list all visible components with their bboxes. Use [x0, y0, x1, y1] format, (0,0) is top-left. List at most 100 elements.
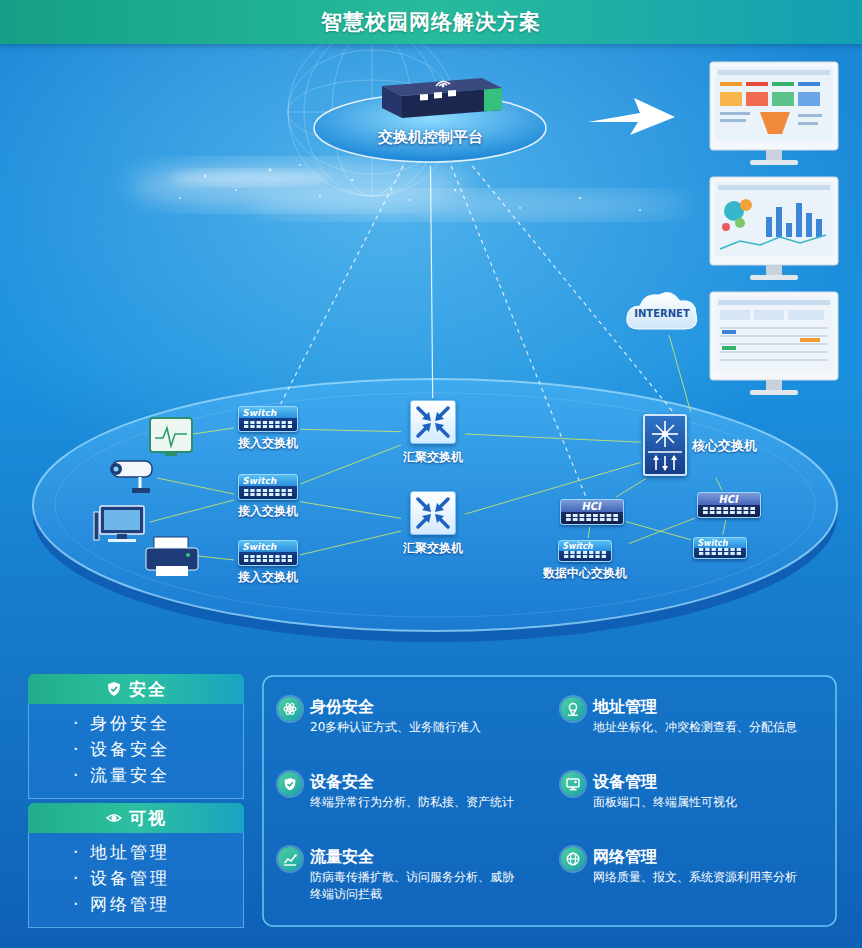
feature-glyph — [283, 852, 297, 866]
device-icon: Switch — [238, 474, 298, 500]
panel-item: · 地址管理 — [73, 839, 233, 865]
feature-glyph — [283, 777, 297, 791]
device-icon: Switch — [238, 540, 298, 566]
panel-icon — [106, 810, 122, 826]
feature-icon — [278, 772, 302, 796]
feature-text: 身份安全20多种认证方式、业务随行准入 — [310, 697, 518, 736]
card-node: 设备安全终端异常行为分析、防私接、资产统计 — [278, 772, 518, 811]
panel-item: · 流量安全 — [73, 762, 233, 788]
device-label: 接入交换机 — [238, 436, 298, 451]
card-node: 网络管理网络质量、报文、系统资源利用率分析 — [561, 847, 833, 886]
aggregation-symbol — [411, 492, 455, 534]
connector — [723, 520, 726, 535]
panel-item: · 网络管理 — [73, 891, 233, 917]
feature-glyph — [566, 777, 580, 791]
dc-node: Switch 数据中心交换机 — [543, 540, 627, 581]
cloud-label: INTERNET — [634, 301, 689, 319]
feature-body: 地址坐标化、冲突检测查看、分配信息 — [593, 719, 833, 736]
feature-glyph — [283, 702, 297, 716]
device-label: 接入交换机 — [238, 570, 298, 585]
feature-body: 终端异常行为分析、防私接、资产统计 — [310, 794, 518, 811]
feature-text: 流量安全防病毒传播扩散、访问服务分析、威胁终端访问拦截 — [310, 847, 518, 903]
device-ports — [699, 548, 741, 556]
agg-node: 汇聚交换机 — [403, 400, 463, 465]
device-label: 汇聚交换机 — [403, 450, 463, 465]
access-node: Switch接入交换机 — [238, 474, 298, 519]
panel-node: 可视 · 地址管理· 设备管理· 网络管理 — [28, 803, 244, 928]
feature-heading: 设备管理 — [593, 772, 833, 792]
feature-icon — [561, 772, 585, 796]
access-node: Switch 接入交换机 — [238, 540, 298, 585]
feature-icon — [278, 697, 302, 721]
connector — [588, 527, 590, 538]
feature-text: 网络管理网络质量、报文、系统资源利用率分析 — [593, 847, 833, 886]
device-ports — [703, 507, 755, 515]
connector — [300, 429, 401, 431]
device-ports — [244, 555, 292, 563]
device-icon: Switch — [558, 540, 612, 562]
panel-item: · 身份安全 — [73, 710, 233, 736]
device-icon: HCI — [560, 499, 624, 525]
panel-node: 安全 · 身份安全· 设备安全· 流量安全 — [28, 674, 244, 799]
access-node: Switch 接入交换机 — [238, 406, 298, 451]
feature-heading: 地址管理 — [593, 697, 833, 717]
feature-text: 地址管理地址坐标化、冲突检测查看、分配信息 — [593, 697, 833, 736]
core-node: 核心交换机 — [643, 414, 757, 476]
device-icon: HCI — [697, 492, 761, 518]
connector — [281, 166, 404, 404]
panel-heading: 安全 — [129, 679, 167, 699]
feature-icon — [278, 847, 302, 871]
card-node: 流量安全防病毒传播扩散、访问服务分析、威胁终端访问拦截 — [278, 847, 518, 903]
panel-item: · 设备管理 — [73, 865, 233, 891]
card-node: 身份安全20多种认证方式、业务随行准入 — [278, 697, 518, 736]
feature-body: 面板端口、终端属性可视化 — [593, 794, 833, 811]
platform-node: 交换机控制平台 — [312, 64, 548, 164]
platform-label: 交换机控制平台 — [378, 128, 483, 146]
panel-heading: 可视 — [129, 808, 167, 828]
feature-body: 防病毒传播扩散、访问服务分析、威胁终端访问拦截 — [310, 869, 518, 903]
hci-node: HCI — [560, 499, 624, 525]
device-tag: Switch — [239, 475, 297, 486]
connector — [669, 335, 691, 412]
connector — [716, 478, 722, 490]
panel-header: 安全 — [28, 674, 244, 704]
panel-body: · 身份安全· 设备安全· 流量安全 — [28, 704, 244, 799]
connector — [300, 502, 401, 519]
device-icon: Switch — [238, 406, 298, 432]
device-label: 核心交换机 — [692, 438, 757, 453]
connector — [431, 166, 433, 398]
feature-body: 网络质量、报文、系统资源利用率分析 — [593, 869, 833, 886]
feature-heading: 流量安全 — [310, 847, 518, 867]
device-label: 数据中心交换机 — [543, 566, 627, 581]
panel-header: 可视 — [28, 803, 244, 833]
panel-item: · 设备安全 — [73, 736, 233, 762]
core-icon — [643, 414, 687, 476]
feature-heading: 网络管理 — [593, 847, 833, 867]
aggregation-icon — [410, 491, 456, 535]
feature-glyph — [566, 852, 580, 866]
device-tag: Switch — [694, 538, 746, 548]
connector — [472, 166, 673, 412]
device-icon: Switch — [693, 537, 747, 559]
device-tag: Switch — [239, 407, 297, 418]
connector — [629, 518, 695, 543]
device-ports — [244, 421, 292, 429]
device-ports — [244, 489, 292, 497]
connector — [626, 522, 691, 540]
connector — [300, 445, 401, 484]
card-node: 设备管理面板端口、终端属性可视化 — [561, 772, 833, 811]
feature-body: 20多种认证方式、业务随行准入 — [310, 719, 518, 736]
device-tag: HCI — [561, 500, 623, 512]
connector — [465, 434, 641, 442]
title-bar: 智慧校园网络解决方案 — [0, 0, 862, 44]
feature-glyph — [566, 702, 580, 716]
feature-heading: 设备安全 — [310, 772, 518, 792]
dc-node: Switch — [693, 537, 747, 559]
core-symbol — [645, 416, 685, 474]
page-title: 智慧校园网络解决方案 — [321, 8, 541, 36]
device-tag: HCI — [698, 493, 760, 505]
panel-body: · 地址管理· 设备管理· 网络管理 — [28, 833, 244, 928]
connector — [616, 478, 647, 497]
cloud-node: INTERNET — [623, 287, 701, 333]
